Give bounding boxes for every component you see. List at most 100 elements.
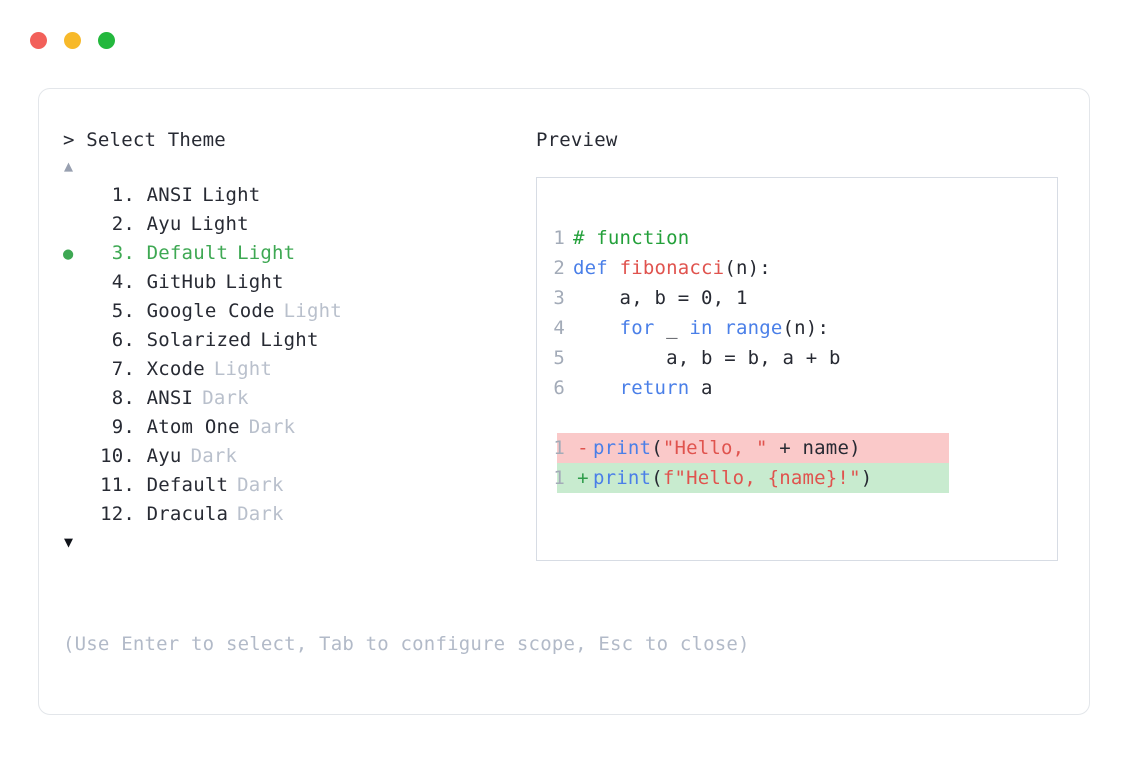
close-window-button[interactable] bbox=[30, 32, 47, 49]
diff-plus-sign: + bbox=[577, 467, 589, 489]
code-token: _ bbox=[654, 317, 690, 339]
code-token: a, b = 0, 1 bbox=[573, 287, 748, 309]
diff-token: print bbox=[593, 437, 652, 459]
theme-item-index: 4. bbox=[100, 271, 135, 293]
diff-token: ) bbox=[860, 467, 873, 489]
theme-item-name: Default bbox=[135, 474, 229, 496]
theme-list-item[interactable]: 5. Google Code Light bbox=[63, 297, 533, 326]
diff-minus-sign: - bbox=[577, 437, 589, 459]
minimize-window-button[interactable] bbox=[64, 32, 81, 49]
preview-title: Preview bbox=[536, 129, 618, 151]
theme-item-index: 5. bbox=[100, 300, 135, 322]
code-token: # function bbox=[573, 227, 690, 249]
theme-list-item[interactable]: 12. Dracula Dark bbox=[63, 500, 533, 529]
code-line-number: 6 bbox=[553, 377, 565, 399]
select-theme-prompt: > Select Theme bbox=[63, 129, 226, 151]
theme-item-name: Solarized bbox=[135, 329, 252, 351]
scroll-down-arrow-icon[interactable]: ▼ bbox=[64, 533, 74, 551]
theme-item-name: Ayu bbox=[135, 445, 182, 467]
diff-highlight bbox=[557, 433, 949, 463]
diff-token: ( bbox=[651, 437, 663, 459]
theme-item-index: 8. bbox=[100, 387, 135, 409]
code-line: 1 # function bbox=[537, 223, 1057, 253]
code-line: 4 for _ in range(n): bbox=[537, 313, 1057, 343]
code-line-number: 3 bbox=[553, 287, 565, 309]
theme-item-variant: Light bbox=[202, 184, 261, 206]
theme-item-index: 10. bbox=[100, 445, 135, 467]
theme-item-index: 11. bbox=[100, 474, 135, 496]
code-line-number: 2 bbox=[553, 257, 565, 279]
theme-item-name: Xcode bbox=[135, 358, 205, 380]
theme-item-variant: Light bbox=[225, 271, 284, 293]
theme-item-name: ANSI bbox=[135, 184, 194, 206]
theme-item-name: GitHub bbox=[135, 271, 217, 293]
theme-item-variant: Dark bbox=[248, 416, 296, 438]
code-token: fibonacci bbox=[619, 257, 725, 279]
code-line: 6 return a bbox=[537, 373, 1057, 403]
code-line: 3 a, b = 0, 1 bbox=[537, 283, 1057, 313]
theme-item-variant: Dark bbox=[237, 503, 284, 525]
theme-item-index: 6. bbox=[100, 329, 135, 351]
code-token bbox=[573, 313, 620, 343]
theme-item-name: Default bbox=[135, 242, 229, 264]
diff-token: + name) bbox=[767, 437, 861, 459]
diff-token: "Hello, " bbox=[662, 437, 768, 459]
theme-item-name: Dracula bbox=[135, 503, 229, 525]
theme-list-item[interactable]: 10. Ayu Dark bbox=[63, 442, 533, 471]
theme-list-item[interactable]: 8. ANSI Dark bbox=[63, 384, 533, 413]
code-token: (n): bbox=[782, 317, 830, 339]
theme-item-variant: Dark bbox=[202, 387, 249, 409]
code-token: a, b = b, a + b bbox=[573, 347, 841, 369]
theme-item-name: Ayu bbox=[135, 213, 182, 235]
scroll-up-arrow-icon[interactable]: ▲ bbox=[64, 157, 74, 175]
theme-item-variant: Light bbox=[237, 242, 296, 264]
theme-list-item[interactable]: 1. ANSI Light bbox=[63, 181, 533, 210]
keyboard-help-text: (Use Enter to select, Tab to configure s… bbox=[63, 633, 750, 655]
code-token: (n): bbox=[724, 257, 771, 279]
diff-token: print bbox=[593, 467, 652, 489]
code-token: return bbox=[619, 377, 690, 399]
diff-line-number: 1 bbox=[553, 437, 565, 459]
code-line-number: 4 bbox=[553, 317, 565, 339]
theme-item-variant: Dark bbox=[237, 474, 284, 496]
diff-block: 1-print("Hello, " + name)1+print(f"Hello… bbox=[537, 433, 1057, 493]
theme-item-variant: Light bbox=[283, 300, 342, 322]
code-line-number: 1 bbox=[553, 227, 565, 249]
theme-item-name: ANSI bbox=[135, 387, 194, 409]
theme-list-item[interactable]: 2. Ayu Light bbox=[63, 210, 533, 239]
window-titlebar bbox=[0, 0, 1129, 72]
theme-item-name: Google Code bbox=[135, 300, 275, 322]
theme-item-index: 1. bbox=[100, 184, 135, 206]
code-token bbox=[573, 373, 620, 403]
diff-removed-line: 1-print("Hello, " + name) bbox=[537, 433, 1057, 463]
theme-list-item[interactable]: 4. GitHub Light bbox=[63, 268, 533, 297]
theme-item-variant: Dark bbox=[190, 445, 238, 467]
diff-added-line: 1+print(f"Hello, {name}!") bbox=[537, 463, 1057, 493]
code-token: a bbox=[689, 377, 713, 399]
theme-list-item[interactable]: 11. Default Dark bbox=[63, 471, 533, 500]
theme-item-variant: Light bbox=[190, 213, 249, 235]
theme-item-variant: Light bbox=[260, 329, 319, 351]
theme-item-index: 2. bbox=[100, 213, 135, 235]
diff-token: f"Hello, {name}!" bbox=[662, 467, 861, 489]
theme-item-index: 12. bbox=[100, 503, 135, 525]
theme-item-index: 3. bbox=[100, 242, 135, 264]
maximize-window-button[interactable] bbox=[98, 32, 115, 49]
theme-item-index: 7. bbox=[100, 358, 135, 380]
code-token: for bbox=[619, 317, 655, 339]
traffic-light-buttons bbox=[30, 32, 115, 49]
theme-item-index: 9. bbox=[100, 416, 135, 438]
code-token: in range bbox=[689, 317, 783, 339]
theme-list-item[interactable]: 6. Solarized Light bbox=[63, 326, 533, 355]
